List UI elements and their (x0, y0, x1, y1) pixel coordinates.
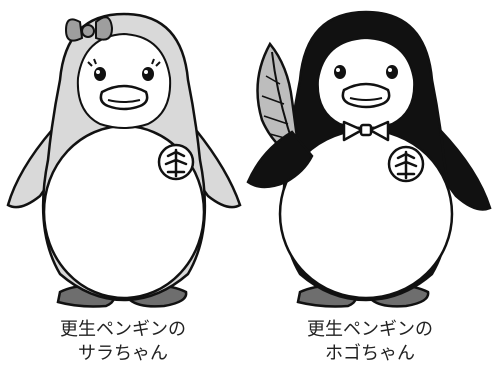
caption-sara: 更生ペンギンの サラちゃん (0, 318, 246, 366)
sarasa-tree-badge-icon (157, 143, 195, 181)
caption-sara-line1: 更生ペンギンの (60, 319, 186, 340)
sara-beak (99, 84, 149, 111)
penguin-sara (6, 12, 242, 308)
sara-eyes (87, 58, 161, 81)
penguin-hogo (246, 10, 492, 308)
hogo-left-flipper (246, 130, 314, 189)
sarasa-tree-badge-icon (387, 145, 425, 183)
bow-tie-icon (342, 120, 390, 142)
caption-hogo-line1: 更生ペンギンの (307, 319, 433, 340)
hogo-eyes (334, 65, 398, 79)
caption-hogo-line2: ホゴちゃん (325, 343, 415, 364)
ribbon-bow-icon (64, 16, 114, 42)
caption-hogo: 更生ペンギンの ホゴちゃん (247, 318, 493, 366)
caption-sara-line2: サラちゃん (78, 343, 168, 364)
hogo-beak (341, 82, 391, 109)
sara-face (76, 32, 172, 129)
